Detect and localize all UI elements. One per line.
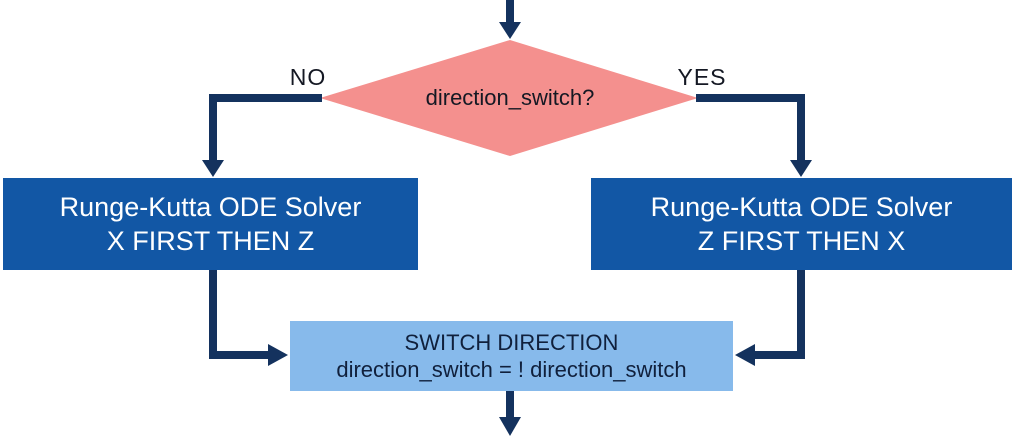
top-entry-arrowhead-icon (499, 22, 521, 39)
switch-direction-statement: direction_switch = ! direction_switch (336, 357, 687, 382)
solver-box-x-first-line1: Runge-Kutta ODE Solver (59, 192, 362, 222)
solver-box-z-first: Runge-Kutta ODE Solver Z FIRST THEN X (591, 178, 1012, 270)
yes-branch-connector (696, 94, 812, 177)
solver-box-x-first: Runge-Kutta ODE Solver X FIRST THEN Z (3, 178, 418, 270)
yes-branch-label: YES (677, 64, 727, 90)
left-merge-connector (209, 270, 288, 366)
decision-question-label: direction_switch? (425, 85, 595, 110)
right-merge-connector (735, 270, 805, 366)
switch-direction-title: SWITCH DIRECTION (404, 330, 619, 355)
no-branch-connector (202, 94, 322, 177)
yes-branch-arrowhead-icon (790, 160, 812, 177)
right-merge-shaft (753, 270, 805, 359)
switch-direction-box: SWITCH DIRECTION direction_switch = ! di… (290, 321, 733, 391)
decision-diamond (320, 40, 698, 156)
solver-box-z-first-line1: Runge-Kutta ODE Solver (650, 192, 953, 222)
exit-arrow (499, 391, 521, 436)
solver-box-z-first-line2: Z FIRST THEN X (697, 226, 906, 256)
no-branch-shaft (209, 94, 322, 162)
top-entry-arrow (499, 0, 521, 39)
no-branch-label: NO (289, 64, 327, 90)
exit-arrowhead-icon (499, 417, 521, 436)
solver-box-x-first-line2: X FIRST THEN Z (106, 226, 315, 256)
yes-branch-shaft (696, 94, 805, 162)
left-merge-shaft (209, 270, 270, 359)
no-branch-arrowhead-icon (202, 160, 224, 177)
right-merge-arrowhead-icon (735, 344, 755, 366)
left-merge-arrowhead-icon (268, 344, 288, 366)
